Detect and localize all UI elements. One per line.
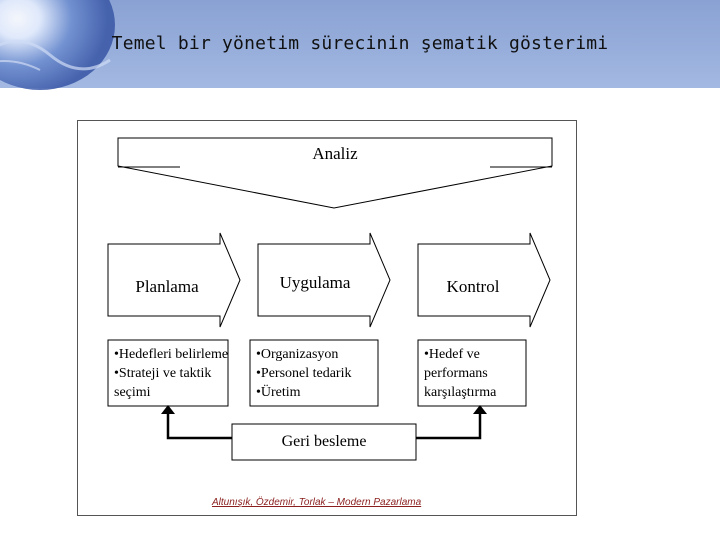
source-credit: Altunışık, Özdemir, Torlak – Modern Paza… — [212, 497, 422, 508]
planlama-arrow — [107, 232, 241, 328]
list-item: •Hedefleri belirleme — [114, 347, 229, 362]
feedback-label: Geri besleme — [281, 433, 367, 450]
kontrol-arrow — [417, 232, 551, 328]
list-item: •Hedef ve performans karşılaştırma — [424, 347, 497, 400]
globe-image — [0, 0, 115, 90]
feedback-arrowhead-left — [161, 405, 175, 414]
kontrol-box — [417, 339, 527, 407]
analiz-label: Analiz — [312, 144, 358, 163]
list-item: •Personel tedarik — [256, 366, 352, 381]
planlama-list: •Hedefleri belirleme •Strateji ve taktik… — [114, 345, 232, 402]
list-item: •Strateji ve taktik seçimi — [114, 366, 212, 400]
planlama-label: Planlama — [135, 277, 199, 296]
uygulama-label: Uygulama — [279, 273, 351, 292]
planlama-box — [107, 339, 229, 407]
uygulama-arrow — [257, 232, 391, 328]
kontrol-list: •Hedef ve performans karşılaştırma — [424, 345, 524, 402]
feedback-line-right — [416, 412, 482, 440]
list-item: •Üretim — [256, 385, 301, 400]
analiz-shape — [117, 137, 553, 209]
kontrol-label: Kontrol — [446, 277, 500, 296]
uygulama-list: •Organizasyon •Personel tedarik •Üretim — [256, 345, 376, 402]
uygulama-box — [249, 339, 379, 407]
feedback-arrowhead-right — [473, 405, 487, 414]
list-item: •Organizasyon — [256, 347, 339, 362]
feedback-line-left — [166, 412, 232, 440]
diagram-frame — [77, 120, 577, 516]
slide-header — [0, 0, 720, 90]
feedback-box — [231, 423, 417, 461]
slide-title: Temel bir yönetim sürecinin şematik göst… — [111, 33, 609, 54]
